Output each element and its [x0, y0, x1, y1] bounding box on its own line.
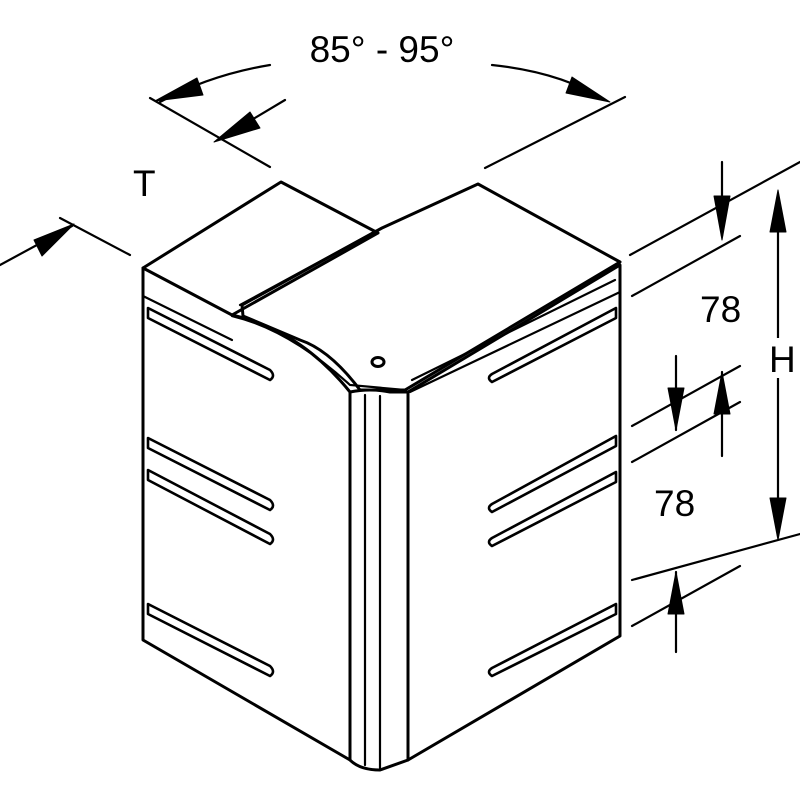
dim-78-upper-arrow-icon: [713, 195, 731, 241]
screw-head: [370, 356, 386, 368]
top-panel-lower-rim: [230, 314, 407, 392]
dim-h-label-bg: [766, 338, 792, 378]
dim-78-lower-arrow-icon: [713, 371, 731, 415]
left-slot-2: [146, 436, 275, 512]
left-slot-4: [146, 602, 275, 678]
right-face-top-edge: [410, 278, 617, 382]
top-panel-inner: [141, 180, 380, 317]
thickness-dimension: T: [0, 163, 156, 267]
dim-h-bottom-arrow-icon: [769, 497, 787, 541]
ext-line-upper: [630, 234, 742, 298]
upper-slot-spacing-label: 78: [700, 289, 741, 330]
right-face-upper-rim: [408, 290, 622, 394]
angle-label: 85° - 95°: [310, 29, 455, 70]
thickness-extension-line: [58, 216, 132, 257]
thickness-label: T: [133, 163, 156, 204]
right-slot-3: [487, 470, 618, 548]
right-slot-2: [487, 434, 618, 514]
right-slot-1: [487, 306, 618, 384]
angle-extension-line-left: [148, 96, 272, 169]
ext-line-top: [628, 160, 800, 257]
thickness-arrow-icon: [33, 223, 75, 257]
dim-h-top-arrow-icon: [769, 189, 787, 233]
dim-78-upper-lower-arrow-icon: [667, 387, 685, 431]
angle-inner-arrow-icon: [213, 111, 261, 143]
top-panel-outer: [240, 182, 622, 392]
angle-extension-line-right: [483, 95, 627, 170]
left-face: [141, 266, 352, 762]
lower-slot-spacing-label: 78: [654, 483, 695, 524]
corner-post: [348, 388, 410, 772]
height-dimensions: 78 78 H: [628, 160, 800, 654]
right-slot-4: [487, 602, 618, 678]
angle-arrow-right-icon: [565, 76, 611, 103]
corner-cover-body: [141, 180, 622, 772]
left-slot-1: [146, 306, 275, 382]
top-panel-seam: [238, 229, 378, 307]
ext-line-lower: [630, 532, 800, 582]
right-face: [406, 263, 622, 762]
angle-dimension: 85° - 95°: [148, 29, 627, 170]
left-slot-3: [146, 468, 275, 546]
angle-arrow-left-icon: [154, 77, 204, 102]
left-face-top-edge: [141, 294, 234, 342]
ext-line-bottom: [630, 564, 742, 628]
dim-78-lower-bottom-arrow-icon: [667, 571, 685, 615]
height-label: H: [769, 339, 796, 380]
